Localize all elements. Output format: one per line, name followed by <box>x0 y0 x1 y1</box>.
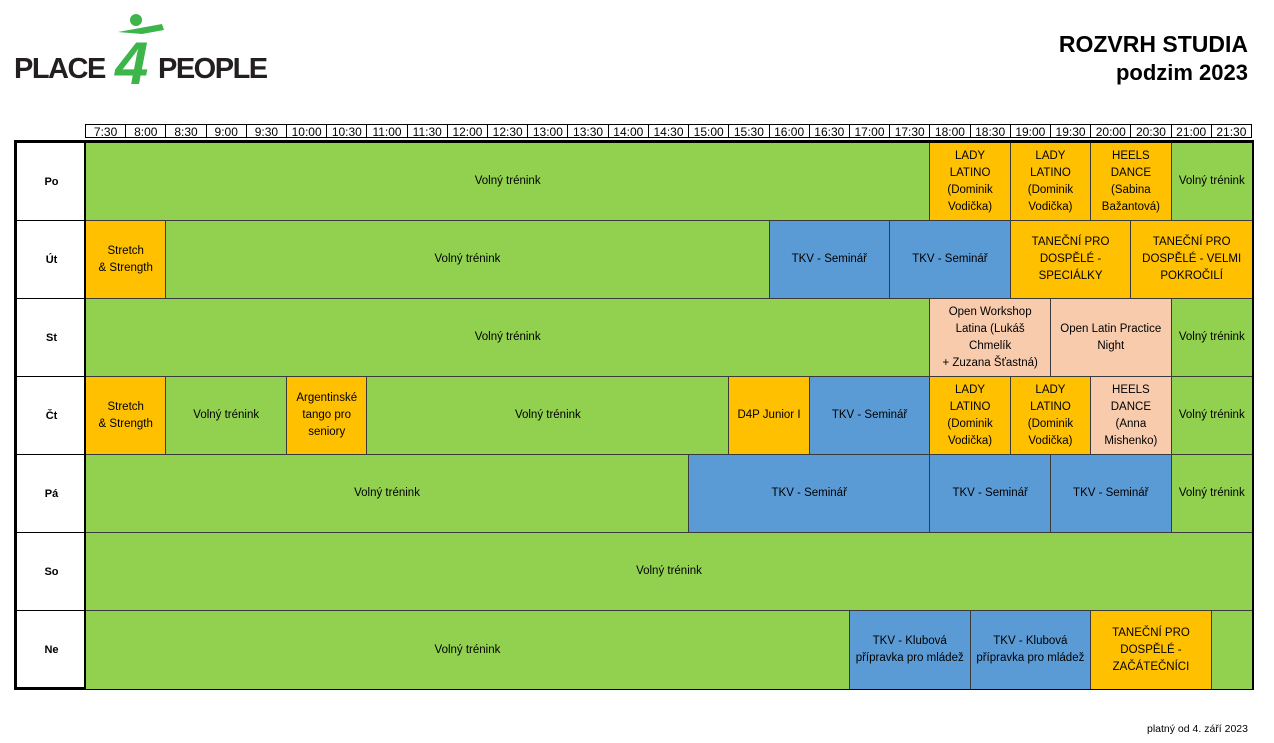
day-label: So <box>17 533 86 611</box>
time-slot-label: 20:30 <box>1130 124 1172 139</box>
day-label: St <box>17 299 86 377</box>
session-cell: TANEČNÍ PRO DOSPĚLÉ - ZAČÁTEČNÍCI <box>1091 611 1212 689</box>
time-slot-label: 18:30 <box>969 124 1011 139</box>
session-cell: Volný trénink <box>166 221 770 299</box>
time-slot-label: 21:30 <box>1210 124 1252 139</box>
session-cell: LADY LATINO (Dominik Vodička) <box>930 143 1011 221</box>
session-cell: TANEČNÍ PRO DOSPĚLÉ - VELMI POKROČILÍ <box>1131 221 1252 299</box>
session-cell: LADY LATINO (Dominik Vodička) <box>1010 377 1092 455</box>
session-cell: TKV - Seminář <box>769 221 891 299</box>
time-slot-label: 7:30 <box>85 124 127 139</box>
session-cell: Argentinské tango pro seniory <box>287 377 368 455</box>
time-slot-label: 18:00 <box>929 124 971 139</box>
session-cell: Open Workshop Latina (Lukáš Chmelík + Zu… <box>930 299 1051 377</box>
time-slot-label: 17:00 <box>848 124 891 139</box>
time-slot-label: 16:30 <box>808 124 850 139</box>
session-cell: TKV - Seminář <box>930 455 1051 533</box>
session-cell: TANEČNÍ PRO DOSPĚLÉ - SPECIÁLKY <box>1010 221 1132 299</box>
time-slot-label: 9:30 <box>245 124 288 139</box>
valid-from-note: platný od 4. září 2023 <box>1147 723 1248 735</box>
session-cell: Volný trénink <box>86 143 931 221</box>
time-slot-label: 21:00 <box>1170 124 1212 139</box>
time-slot-label: 9:00 <box>205 124 247 139</box>
time-slot-label: 11:00 <box>366 124 408 139</box>
session-cell: Volný trénink <box>1171 455 1252 533</box>
session-cell: TKV - Klubová přípravka pro mládež <box>849 611 971 689</box>
time-slot-label: 20:00 <box>1090 124 1132 139</box>
session-cell: Volný trénink <box>166 377 288 455</box>
session-cell: TKV - Klubová přípravka pro mládež <box>970 611 1092 689</box>
page-title: ROZVRH STUDIA <box>1058 31 1248 57</box>
time-slot-label: 11:30 <box>406 124 448 139</box>
time-slot-label: 12:00 <box>446 124 489 139</box>
time-slot-label: 10:00 <box>286 124 328 139</box>
time-slot-label: 13:30 <box>567 124 609 139</box>
time-slot-label: 10:30 <box>326 124 368 139</box>
session-cell: Volný trénink <box>86 611 850 689</box>
day-label: Čt <box>17 377 86 455</box>
time-slot-label: 14:30 <box>647 124 690 139</box>
session-cell: Volný trénink <box>1171 143 1252 221</box>
day-label: Út <box>17 221 86 299</box>
session-cell: TKV - Seminář <box>809 377 931 455</box>
time-slot-label: 17:30 <box>889 124 931 139</box>
logo-graphic: PLACE 4 PEOPLE <box>14 14 269 92</box>
session-cell: Stretch & Strength <box>86 221 167 299</box>
time-slot-label: 16:00 <box>768 124 810 139</box>
time-slot-label: 14:00 <box>607 124 649 139</box>
time-slot-label: 8:30 <box>165 124 207 139</box>
svg-text:PEOPLE: PEOPLE <box>158 53 268 85</box>
session-cell <box>1211 611 1252 689</box>
session-cell: Volný trénink <box>86 533 1252 611</box>
session-cell: Volný trénink <box>86 455 690 533</box>
session-cell: HEELS DANCE (Anna Mishenko) <box>1091 377 1172 455</box>
session-cell: Stretch & Strength <box>86 377 167 455</box>
session-cell: TKV - Seminář <box>890 221 1011 299</box>
session-cell: TKV - Seminář <box>1050 455 1172 533</box>
session-cell: Volný trénink <box>1171 299 1252 377</box>
session-cell: HEELS DANCE (Sabina Bažantová) <box>1091 143 1172 221</box>
session-cell: Volný trénink <box>367 377 730 455</box>
session-cell: D4P Junior I <box>729 377 810 455</box>
day-label: Ne <box>44 644 59 656</box>
time-slot-label: 15:00 <box>688 124 730 139</box>
day-label: Pá <box>17 455 86 533</box>
page-subtitle: podzim 2023 <box>1115 60 1248 85</box>
time-slot-label: 13:00 <box>527 124 569 139</box>
time-slot-label: 8:00 <box>125 124 167 139</box>
time-slot-label: 19:00 <box>1009 124 1051 139</box>
time-slot-label: 19:30 <box>1049 124 1092 139</box>
day-label: Po <box>17 143 86 221</box>
svg-text:4: 4 <box>114 30 148 92</box>
session-cell: LADY LATINO (Dominik Vodička) <box>930 377 1011 455</box>
time-slot-label: 15:30 <box>728 124 770 139</box>
session-cell: Volný trénink <box>1171 377 1252 455</box>
place4people-logo: PLACE 4 PEOPLE <box>12 10 274 92</box>
svg-text:PLACE: PLACE <box>14 53 106 85</box>
session-cell: Volný trénink <box>86 299 931 377</box>
session-cell: Open Latin Practice Night <box>1050 299 1172 377</box>
session-cell: LADY LATINO (Dominik Vodička) <box>1010 143 1092 221</box>
schedule-title-block: ROZVRH STUDIA podzim 2023 <box>1059 30 1248 88</box>
session-cell: TKV - Seminář <box>689 455 931 533</box>
time-slot-label: 12:30 <box>487 124 529 139</box>
